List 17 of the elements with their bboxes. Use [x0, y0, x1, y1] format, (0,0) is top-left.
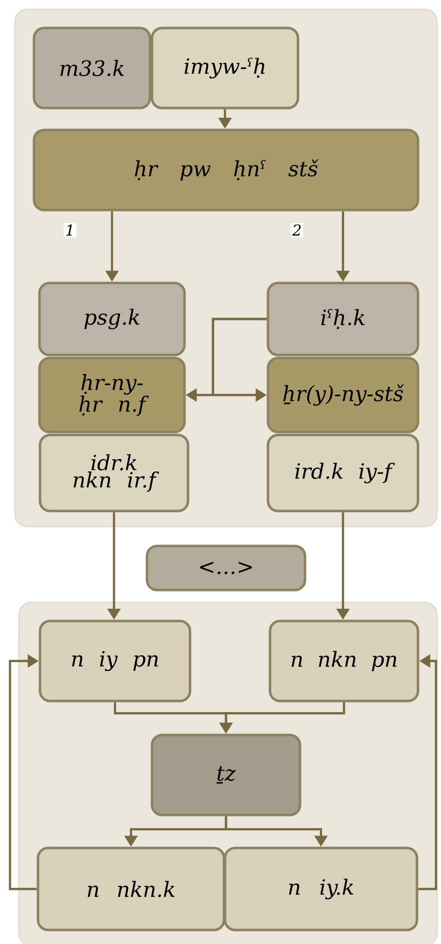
label-box: iˤḥ.k: [266, 282, 420, 356]
edge-label: 1: [64, 222, 76, 238]
ellipsis-box: <…>: [146, 544, 306, 592]
label-box: n iy.k: [224, 846, 418, 932]
heading-box: ḥr pw ḥnˤ stš: [32, 128, 420, 212]
label-box: imyw-ˤḥ: [150, 26, 300, 110]
label-box: m33.k: [32, 26, 152, 110]
label-box: n iy pn: [38, 620, 192, 702]
label-box: ẖr(y)-ny-stš: [266, 356, 420, 434]
label-box: n nkn.k: [36, 846, 226, 932]
label-box: ḥr-ny-ḥr n.f: [38, 356, 186, 434]
edge-label: 2: [290, 222, 304, 238]
label-box: psg.k: [38, 282, 186, 356]
label-box: ird.k iy-f: [266, 434, 420, 512]
label-box: ṯz: [150, 734, 302, 816]
label-box: idr.k nkn ir.f: [38, 434, 190, 512]
label-box: n nkn pn: [268, 620, 420, 702]
